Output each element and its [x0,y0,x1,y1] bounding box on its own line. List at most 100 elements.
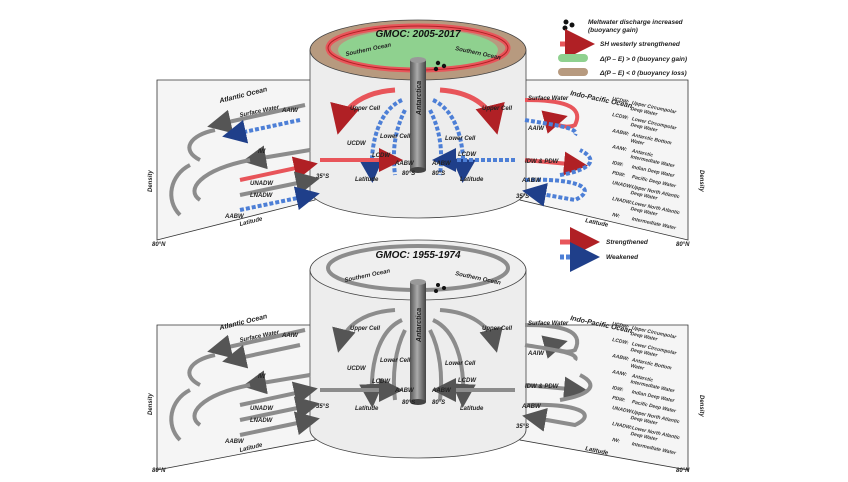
atlantic-arrows [169,103,320,217]
atl-80n: 80°N [152,242,166,248]
upper-cell-left: Upper Cell [350,326,380,332]
inner-circulation [320,87,515,183]
aabw-right: AABW [431,388,452,394]
lcdw-left: LCDW [372,153,391,159]
glossary-entry: Antarctic [630,373,654,384]
meltwater-drops-icon [433,60,447,72]
lat-35s-right: 35°S [516,424,529,430]
aabw-left: AABW [394,161,415,167]
glossary-entry: Deep Water [630,122,659,134]
glossary-entry: UNADW: [612,405,634,415]
glossary-entry: PDW: [612,395,626,404]
lat-80s-right: 80°S [432,171,445,177]
atl-aabw: AABW [224,214,245,220]
pac-80n: 80°N [676,468,690,474]
aabw-right: AABW [431,161,452,167]
glossary-entry: AAIW: [611,144,628,153]
lat-80s-left: 80°S [402,171,415,177]
pac-density: Density [698,170,704,192]
atl-latitude: Latitude [239,216,264,228]
glossary-entry: LCDW: [612,337,630,346]
pac-aaiw: AAIW [527,351,545,357]
legend-top: Meltwater discharge increased (buoyancy … [558,19,687,77]
glossary-entry: Water [630,363,646,372]
legend-meltwater: Meltwater discharge increased [588,19,684,26]
atl-lnadw: LNADW [250,418,274,424]
legend-gain-swatch [558,54,588,62]
panel-title: GMOC: 2005-2017 [375,29,460,40]
pac-aaiw: AAIW [527,126,545,132]
glossary-entry: UCDW: [612,321,630,330]
glossary-entry: PDW: [612,170,626,179]
lcdw-left: LCDW [372,379,391,385]
pillar-base [410,167,426,173]
lower-cell-left: Lower Cell [380,358,411,364]
legend-westerly: SH westerly strengthened [600,41,681,48]
legend-strengthened: Strengthened [606,239,649,246]
glossary-entry: AABW: [611,353,630,363]
atl-aaiw: AAIW [281,108,299,114]
glossary-entry: Antarctic [630,148,654,159]
legend-meltwater-sub: (buoyancy gain) [588,27,638,34]
latitude-inner-left: Latitude [355,177,379,183]
antarctica-label: Antarctica [416,81,423,116]
atl-density: Density [148,170,154,192]
glossary-entry: Deep Water [630,415,659,427]
lat-80s-left: 80°S [402,400,415,406]
lat-35s-left: 35°S [316,174,329,180]
atl-iw: IW [258,149,267,155]
glossary-entry: UNADW: [612,180,634,190]
latitude-inner-right: Latitude [460,177,484,183]
glossary-entry: IDW: [612,160,625,168]
glossary-entry: LNADW: [612,196,633,206]
panel-2005-2017: Antarctica GMOC: 2005-2017 Southern Ocea… [148,19,704,248]
glossary-entry: UCDW: [612,96,630,105]
legend-gain: Δ(P – E) > 0 (buoyancy gain) [599,56,687,63]
pac-idw-pdw: IDW & PDW [525,384,560,390]
pac-idw-pdw: IDW & PDW [525,159,560,165]
antarctica-label: Antarctica [416,308,423,343]
pac-surface-water: Surface Water [528,321,569,327]
glossary-entry: Deep Water [630,347,659,359]
panel-title: GMOC: 1955-1974 [375,250,460,261]
lower-cell-left: Lower Cell [380,134,411,140]
ucdw-left: UCDW [347,366,367,372]
pac-surface-water: Surface Water [528,96,569,102]
pac-aabw: AABW [521,178,542,184]
legend-weakened: Weakened [606,254,639,261]
upper-cell-right: Upper Cell [482,326,512,332]
glossary-entry: Deep Water [630,190,659,202]
glossary-entry: Deep Water [630,431,659,443]
atl-unadw: UNADW [250,406,274,412]
buoyancy-gain-area [338,29,498,71]
meltwater-icon [562,19,575,31]
latitude-inner-right: Latitude [460,406,484,412]
legend-loss: Δ(P – E) < 0 (buoyancy loss) [599,70,687,77]
lower-cell-right: Lower Cell [445,361,476,367]
lat-35s-left: 35°S [316,404,329,410]
glossary-entry: AABW: [611,128,630,138]
panel-1955-1974: Antarctica GMOC: 1955-1974 Southern Ocea… [148,239,704,474]
antarctica-pillar [410,282,426,402]
legend-mid: Strengthened Weakened [560,227,649,272]
glossary-entry: AAIW: [611,369,628,378]
ucdw-left: UCDW [347,141,367,147]
glossary-entry: IDW: [612,385,625,393]
glossary-entry: IW: [612,437,621,445]
lat-80s-right: 80°S [432,400,445,406]
atl-80n: 80°N [152,468,166,474]
pillar-top [410,279,426,285]
inner-circulation [320,308,515,408]
atl-latitude: Latitude [239,442,264,454]
atl-aabw: AABW [224,439,245,445]
legend-loss-swatch [558,68,588,76]
latitude-inner-left: Latitude [355,406,379,412]
atl-lnadw: LNADW [250,193,274,199]
indo-pacific-arrows [522,323,593,432]
glossary-entry: Deep Water [630,106,659,118]
pillar-top [410,57,426,63]
atlantic-arrows [169,328,320,442]
pac-aabw: AABW [521,404,542,410]
glossary-entry: LCDW: [612,112,630,121]
